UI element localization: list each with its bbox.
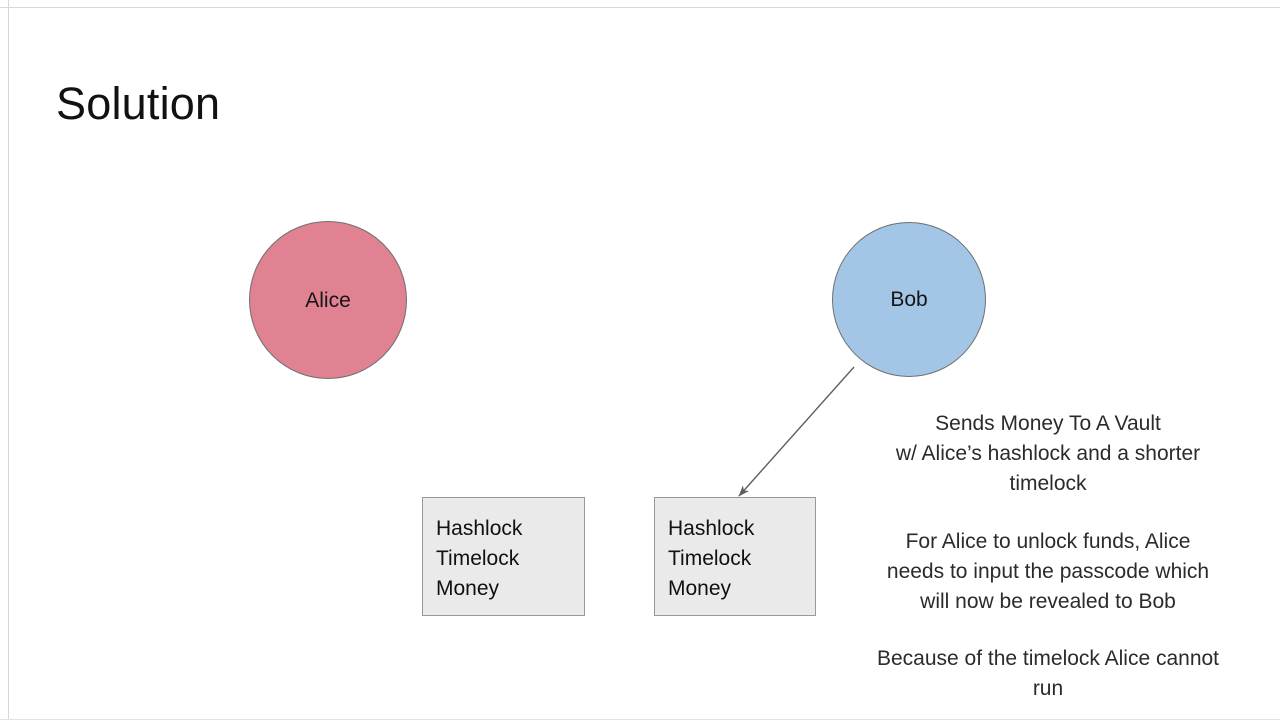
note-line: needs to input the passcode which: [886, 560, 1210, 583]
contract-line-timelock: Timelock: [668, 547, 752, 570]
note-timelock-prevents-run: Because of the timelock Alice cannot run: [833, 644, 1263, 704]
contract-box-alice[interactable]: Hashlock Timelock Money: [422, 497, 585, 616]
contract-line-money: Money: [436, 577, 500, 600]
actor-node-alice[interactable]: Alice: [249, 221, 407, 379]
note-line: Sends Money To A Vault: [935, 412, 1161, 435]
note-line: timelock: [1009, 472, 1087, 495]
note-line: For Alice to unlock funds, Alice: [905, 530, 1191, 553]
slide-frame-top-edge: [0, 7, 1280, 8]
note-sends-money-to-vault: Sends Money To A Vault w/ Alice’s hashlo…: [843, 409, 1253, 499]
contract-line-timelock: Timelock: [436, 547, 520, 570]
connector-bob-to-vault: [738, 366, 855, 497]
contract-line-hashlock: Hashlock: [436, 517, 523, 540]
note-line: Because of the timelock Alice cannot: [876, 647, 1220, 670]
actor-label-alice: Alice: [305, 288, 351, 312]
page-title: Solution: [56, 78, 221, 129]
note-line: will now be revealed to Bob: [920, 590, 1176, 613]
contract-box-bob[interactable]: Hashlock Timelock Money: [654, 497, 816, 616]
note-line: w/ Alice’s hashlock and a shorter: [895, 442, 1201, 465]
contract-line-hashlock: Hashlock: [668, 517, 755, 540]
contract-line-money: Money: [668, 577, 732, 600]
actor-node-bob[interactable]: Bob: [832, 222, 986, 377]
slide-frame-left-edge: [8, 0, 9, 720]
actor-label-bob: Bob: [890, 288, 928, 311]
note-line: run: [1032, 677, 1064, 700]
note-passcode-reveal: For Alice to unlock funds, Alice needs t…: [843, 527, 1253, 617]
